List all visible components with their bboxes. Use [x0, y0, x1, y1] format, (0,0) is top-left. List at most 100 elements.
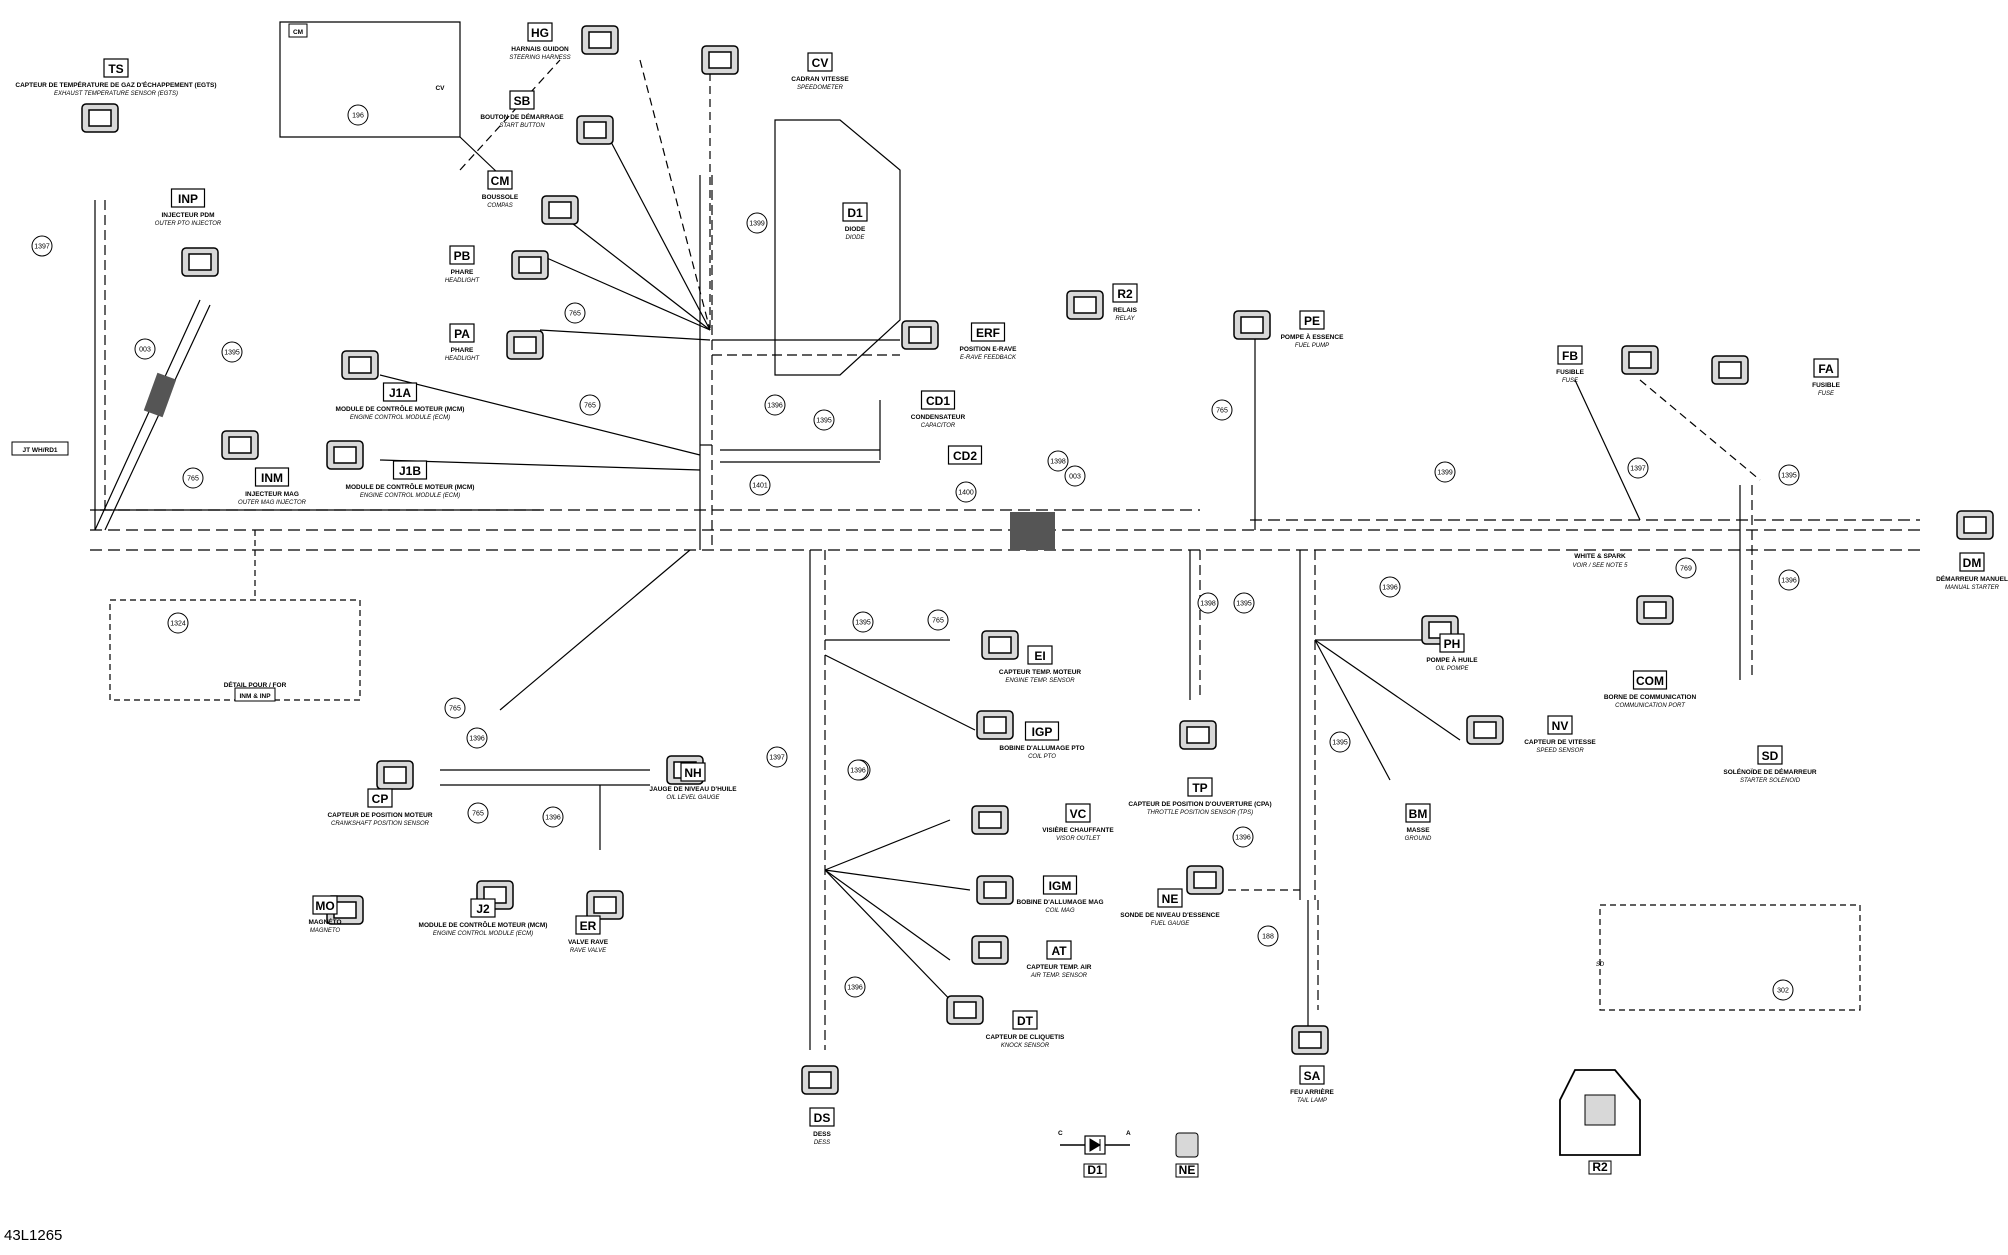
component-name-en: FUSE: [1562, 378, 1579, 384]
legend-r2-text: R2: [1592, 1160, 1608, 1174]
connector-sa: [1291, 1025, 1329, 1055]
connector-inp: [181, 247, 219, 277]
component-name-en: OUTER MAG INJECTOR: [238, 500, 307, 506]
component-code-box: [575, 915, 601, 935]
wire-callout-circle: [347, 104, 369, 126]
connector-face: [88, 109, 112, 127]
connector-face: [1718, 361, 1742, 379]
component-name-en: FUSE: [1818, 391, 1835, 397]
wire-callout-circle: [1329, 731, 1351, 753]
wire-callout-circle: [564, 302, 586, 324]
component-name-fr: CAPTEUR DE TEMPÉRATURE DE GAZ D'ÉCHAPPEM…: [15, 80, 216, 89]
component-name-fr: BORNE DE COMMUNICATION: [1604, 694, 1697, 701]
component-name-fr: CONDENSATEUR: [911, 414, 966, 421]
component-name-fr: FUSIBLE: [1812, 382, 1840, 389]
sd-detail-tag-text: SD: [1596, 962, 1605, 968]
component-code-box: [1959, 552, 1985, 572]
component-name-en: AIR TEMP. SENSOR: [1030, 973, 1088, 979]
connector-face: [1628, 351, 1652, 369]
braid-sleeve: [1010, 512, 1055, 550]
wire-number: 003: [1069, 474, 1081, 481]
wire-number: 1396: [1781, 578, 1797, 585]
component-name-en: MANUAL STARTER: [1945, 585, 2000, 591]
connector-face: [1186, 726, 1210, 744]
component-code: IGM: [1049, 879, 1072, 893]
component-name-fr: PHARE: [451, 269, 474, 276]
component-name-fr: JAUGE DE NIVEAU D'HUILE: [649, 786, 737, 793]
legend-r2: R2: [1588, 1160, 1612, 1175]
wire-callout: 1396: [1379, 576, 1401, 598]
component-name-en: FUEL PUMP: [1295, 343, 1329, 349]
wire-callout-circle: [927, 609, 949, 631]
component-name-en: ENGINE CONTROL MODULE (ECM): [350, 415, 450, 421]
component-name-fr: POMPE À ESSENCE: [1281, 332, 1345, 341]
component-name-en: ENGINE TEMP. SENSOR: [1005, 678, 1075, 684]
component-name-fr: FUSIBLE: [1556, 369, 1584, 376]
wire-callout-circle: [1379, 576, 1401, 598]
component-name-en: KNOCK SENSOR: [1001, 1043, 1050, 1049]
wire-callout-circle: [444, 697, 466, 719]
component-name-en: ENGINE CONTROL MODULE (ECM): [433, 931, 533, 937]
cv-line-label-text: CV: [435, 85, 445, 92]
wire-callout-circle: [764, 394, 786, 416]
wire-callout-circle: [1778, 569, 1800, 591]
component-name-fr: CAPTEUR TEMP. MOTEUR: [999, 669, 1082, 676]
warning-note: VOIR / SEE NOTE 5: [1572, 563, 1628, 569]
wire-callout-circle: [1197, 592, 1219, 614]
detail-codes: INM & INP: [234, 687, 276, 702]
component-code: SD: [1762, 749, 1779, 763]
wire-callout-circle: [1675, 557, 1697, 579]
connector-face: [983, 716, 1007, 734]
sd-detail-tag: SD: [1596, 962, 1605, 968]
legend-diode-pin-a: A: [1126, 1130, 1131, 1137]
braid-sleeve: [143, 372, 177, 418]
component-name-en: FUEL GAUGE: [1151, 921, 1191, 927]
jt-tag-box: [11, 441, 69, 456]
component-name-fr: VALVE RAVE: [568, 939, 609, 946]
wire-callout-circle: [1232, 826, 1254, 848]
wire-number: 765: [584, 403, 596, 410]
wire-callout-circle: [221, 341, 243, 363]
connector-pe: [1233, 310, 1271, 340]
wire-number: 1395: [1332, 740, 1348, 747]
component-code: PB: [454, 249, 471, 263]
wire-number: 1396: [850, 768, 866, 775]
component-code: ERF: [976, 326, 1000, 340]
wire-number: 765: [1216, 408, 1228, 415]
wire-callout: 1396: [1778, 569, 1800, 591]
connector-sb: [576, 115, 614, 145]
component-code-box: [1187, 777, 1213, 797]
legend-r2-box: [1588, 1160, 1612, 1175]
wire-callout: 1397: [1627, 457, 1649, 479]
component-code-box: [170, 188, 206, 208]
component-name-en: EXHAUST TEMPERATURE SENSOR (EGTS): [54, 91, 178, 97]
component-code: TS: [108, 62, 123, 76]
component-code-box: [509, 90, 535, 110]
connector-face: [1643, 601, 1667, 619]
wire-callout: 765: [444, 697, 466, 719]
component-code: NH: [684, 766, 701, 780]
component-name-fr: BOUTON DE DÉMARRAGE: [480, 112, 564, 121]
wire-callout-circle: [852, 611, 874, 633]
component-name-fr: MODULE DE CONTRÔLE MOTEUR (MCM): [419, 920, 548, 929]
component-name-en: CRANKSHAFT POSITION SENSOR: [331, 821, 430, 827]
wire-callout: 765: [1211, 399, 1233, 421]
component-name-fr: BOBINE D'ALLUMAGE MAG: [1016, 899, 1103, 906]
connector-vc: [971, 805, 1009, 835]
component-name-en: COIL MAG: [1045, 908, 1075, 914]
component-code-box: [392, 460, 428, 480]
component-ts: TS CAPTEUR DE TEMPÉRATURE DE GAZ D'ÉCHAPP…: [15, 58, 217, 97]
component-code: IGP: [1032, 725, 1053, 739]
wire-callout-circle: [1233, 592, 1255, 614]
component-code-box: [103, 58, 129, 78]
component-name-en: DIODE: [845, 235, 865, 241]
wire-callout: 1396: [1232, 826, 1254, 848]
